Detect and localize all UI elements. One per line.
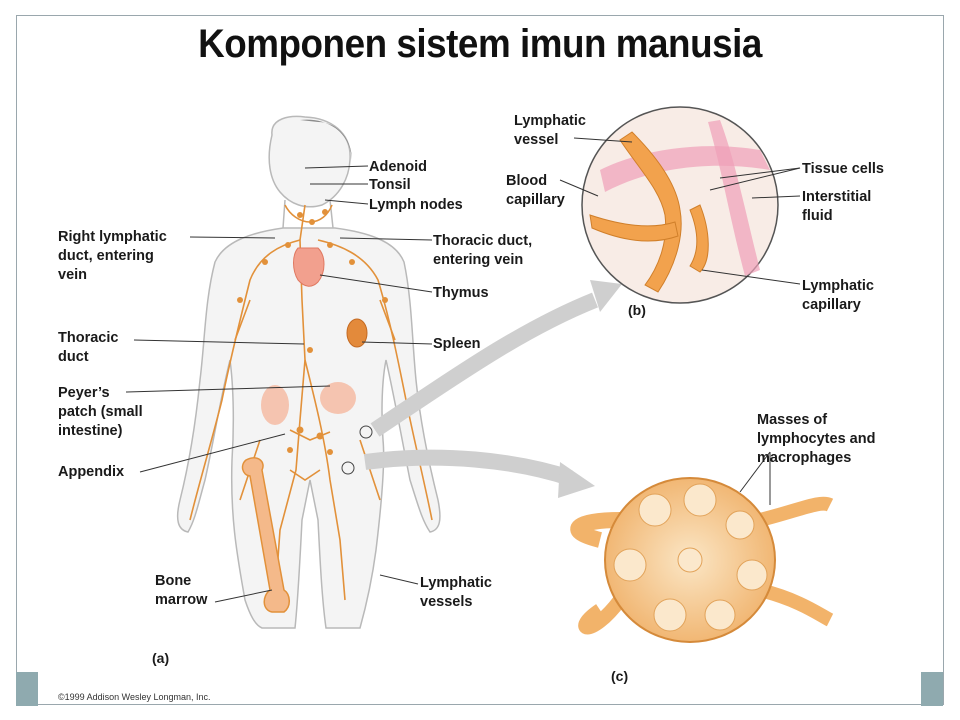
copyright-notice: ©1999 Addison Wesley Longman, Inc. <box>58 692 211 702</box>
slide-title: Komponen sistem imun manusia <box>198 22 762 66</box>
label-lymphatic-vessel: Lymphatic vessel <box>514 113 586 148</box>
label-interstitial-fluid: Interstitial fluid <box>802 189 872 224</box>
left-accent-bar <box>16 672 38 706</box>
lymph-node-cross-section <box>570 477 834 643</box>
human-body-figure <box>176 115 441 629</box>
zoom-arrow-c <box>363 449 573 486</box>
label-appendix: Appendix <box>58 464 125 480</box>
label-bone-marrow: Bone marrow <box>155 573 208 608</box>
label-blood-capillary: Blood capillary <box>506 173 565 208</box>
label-thymus: Thymus <box>433 285 489 301</box>
panel-b-marker: (b) <box>628 302 646 318</box>
leader-lines-c <box>739 451 771 505</box>
label-lymphatic-capillary: Lymphatic capillary <box>802 278 874 313</box>
zoom-arrow-b <box>370 292 598 437</box>
panel-a-marker: (a) <box>152 650 170 666</box>
leader-lines-a <box>125 165 433 603</box>
label-thoracic-duct: Thoracic duct <box>58 330 119 365</box>
label-lymphatic-vessels: Lymphatic vessels <box>420 575 492 610</box>
label-lymph-nodes: Lymph nodes <box>369 197 463 213</box>
label-adenoid: Adenoid <box>369 159 427 175</box>
label-tissue-cells: Tissue cells <box>802 161 884 177</box>
label-masses-lymphocytes: Masses of lymphocytes and macrophages <box>757 412 876 466</box>
right-accent-bar <box>921 672 943 706</box>
slide-frame <box>16 15 944 705</box>
label-thoracic-duct-vein: Thoracic duct, entering vein <box>433 233 533 268</box>
label-right-lymphatic-duct: Right lymphatic duct, entering vein <box>58 229 167 283</box>
label-peyers-patch: Peyer’s patch (small intestine) <box>58 385 143 439</box>
label-spleen: Spleen <box>433 336 481 352</box>
label-tonsil: Tonsil <box>369 177 411 193</box>
leader-lines-b <box>559 137 801 285</box>
capillary-detail-circle <box>581 106 779 304</box>
panel-c-marker: (c) <box>611 668 629 684</box>
